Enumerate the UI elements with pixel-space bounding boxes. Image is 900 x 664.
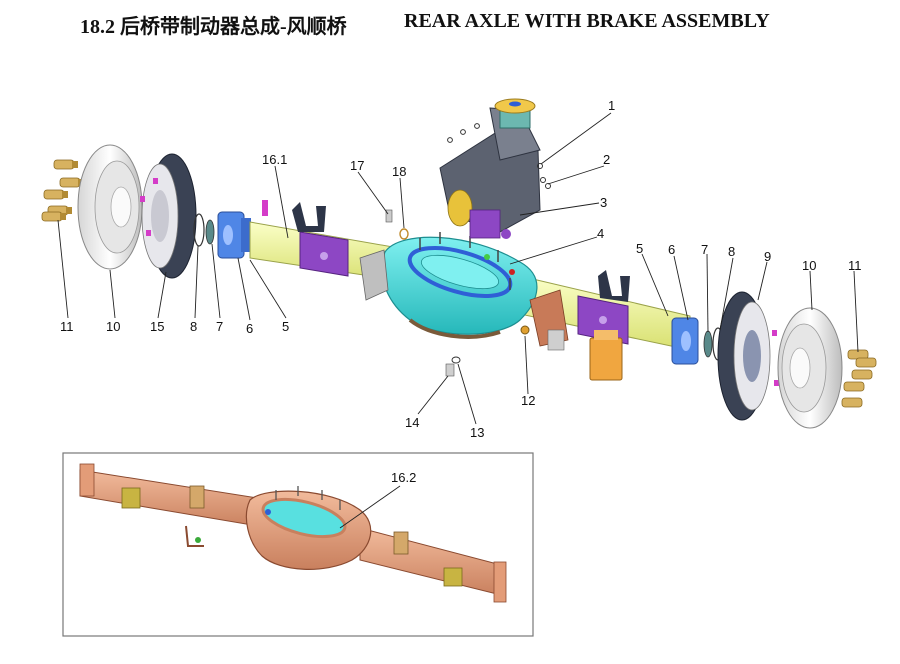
wheel-studs-right	[841, 349, 877, 408]
callout-13: 13	[470, 425, 484, 440]
callout-1: 1	[608, 98, 615, 113]
brake-backing-plate-left	[140, 153, 197, 279]
callout-9: 9	[764, 249, 771, 264]
callout-14: 14	[405, 415, 419, 430]
differential-carrier	[439, 98, 541, 239]
callout-16-1: 16.1	[262, 152, 287, 167]
wheel-studs-left	[41, 159, 84, 222]
brake-drum-right	[777, 307, 843, 429]
magenta-clip-left	[262, 200, 268, 216]
oil-seal-left	[193, 213, 205, 247]
bearing-left	[205, 219, 215, 245]
brake-pipe-bracket-right	[529, 289, 569, 351]
filler-plug-14	[445, 363, 455, 377]
spring-bracket-left	[292, 202, 349, 277]
drain-plug	[520, 325, 530, 335]
title-english: REAR AXLE WITH BRAKE ASSEMBLY	[404, 10, 770, 32]
callout-11-right: 11	[848, 258, 862, 273]
callout-17: 17	[350, 158, 364, 173]
hub-right	[671, 317, 699, 365]
spring-seat-orange	[589, 330, 623, 381]
callout-5-left: 5	[282, 319, 289, 334]
washer-2b	[545, 183, 551, 189]
callout-10-left: 10	[106, 319, 120, 334]
callout-6-right: 6	[668, 242, 675, 257]
callout-4: 4	[597, 226, 604, 241]
callout-7-right: 7	[701, 242, 708, 257]
nut-1	[537, 163, 543, 169]
callout-8-right: 8	[728, 244, 735, 259]
callout-10-right: 10	[802, 258, 816, 273]
callout-8-left: 8	[190, 319, 197, 334]
callout-numbers: 1 2 3 4 5 6 7 8 9 10 11 12 13 14 17 18 1…	[60, 98, 862, 440]
callout-3: 3	[600, 195, 607, 210]
bearing-right	[703, 330, 713, 358]
leader-lines	[57, 112, 859, 425]
title-chinese: 18.2 后桥带制动器总成-风顺桥	[80, 16, 347, 38]
page-title: 18.2 后桥带制动器总成-风顺桥 REAR AXLE WITH BRAKE A…	[0, 6, 900, 38]
callout-15: 15	[150, 319, 164, 334]
washer-13	[451, 356, 461, 364]
callout-12: 12	[521, 393, 535, 408]
breather-valve	[385, 209, 409, 240]
callout-6-left: 6	[246, 321, 253, 336]
callout-18: 18	[392, 164, 406, 179]
callout-7-left: 7	[216, 319, 223, 334]
callout-2: 2	[603, 152, 610, 167]
hub-left	[217, 211, 251, 259]
brake-backing-plate-right	[717, 291, 779, 421]
callout-5-right: 5	[636, 241, 643, 256]
brake-drum-left	[77, 144, 143, 270]
washer-2	[540, 177, 546, 183]
callout-11-left: 11	[60, 319, 74, 334]
spring-seat-mid	[359, 249, 389, 301]
inset-axle-housing-16-2: 16.2	[62, 452, 534, 637]
callout-16-2: 16.2	[391, 470, 416, 485]
